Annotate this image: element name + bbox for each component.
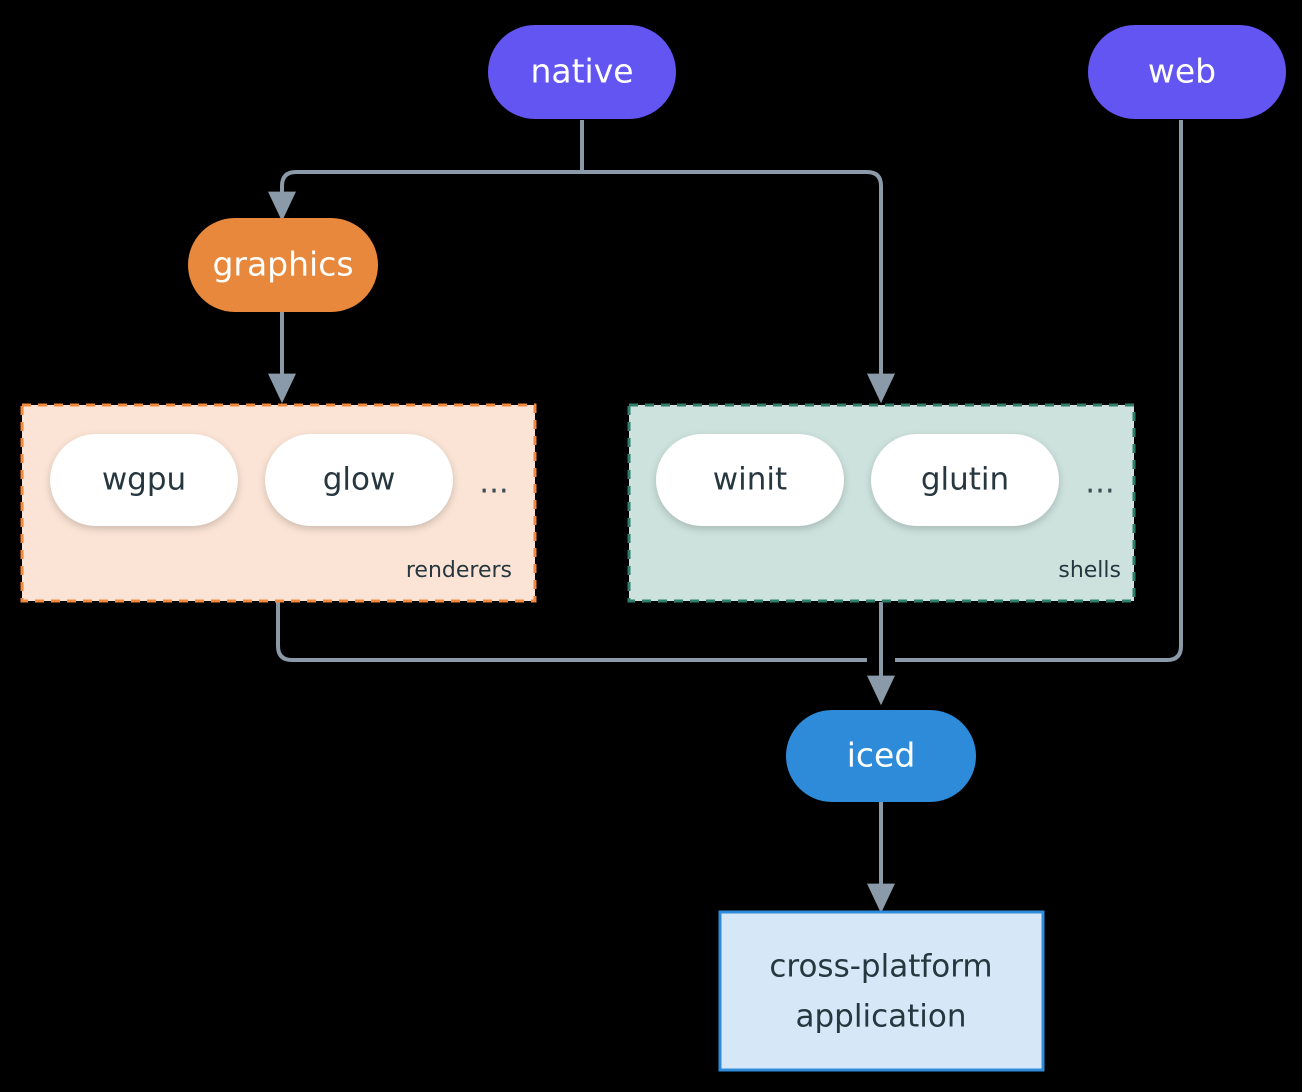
edge-renderers-to-iced	[276, 602, 867, 662]
node-native-label: native	[530, 52, 633, 91]
node-web[interactable]: web	[1088, 25, 1286, 119]
chip-glow-label: glow	[323, 462, 396, 498]
node-iced-label: iced	[847, 736, 916, 775]
node-application-line1: cross-platform	[769, 949, 992, 985]
renderers-overflow-ellipsis: ...	[479, 465, 509, 501]
chip-glutin[interactable]: glutin	[871, 434, 1059, 526]
edge-native-to-graphics	[268, 170, 582, 222]
chip-wgpu[interactable]: wgpu	[50, 434, 238, 526]
node-native[interactable]: native	[488, 25, 676, 119]
group-renderers-caption: renderers	[406, 558, 512, 583]
node-iced[interactable]: iced	[786, 710, 976, 802]
chip-winit-label: winit	[713, 462, 787, 498]
group-shells: winit glutin ... shells	[627, 403, 1136, 603]
chip-wgpu-label: wgpu	[102, 462, 186, 498]
node-application-line2: application	[796, 999, 967, 1035]
chip-glutin-label: glutin	[921, 462, 1009, 498]
node-application-frame	[718, 910, 1045, 1072]
node-web-label: web	[1148, 52, 1216, 91]
group-renderers: wgpu glow ... renderers	[20, 403, 537, 603]
node-graphics[interactable]: graphics	[188, 218, 378, 312]
node-graphics-label: graphics	[212, 245, 353, 284]
chip-winit[interactable]: winit	[656, 434, 844, 526]
node-application[interactable]: cross-platform application	[718, 910, 1045, 1072]
edge-native-to-shells	[582, 170, 896, 404]
group-shells-caption: shells	[1058, 558, 1121, 583]
shells-overflow-ellipsis: ...	[1085, 465, 1115, 501]
edge-web-to-iced	[895, 120, 1183, 662]
chip-glow[interactable]: glow	[265, 434, 453, 526]
